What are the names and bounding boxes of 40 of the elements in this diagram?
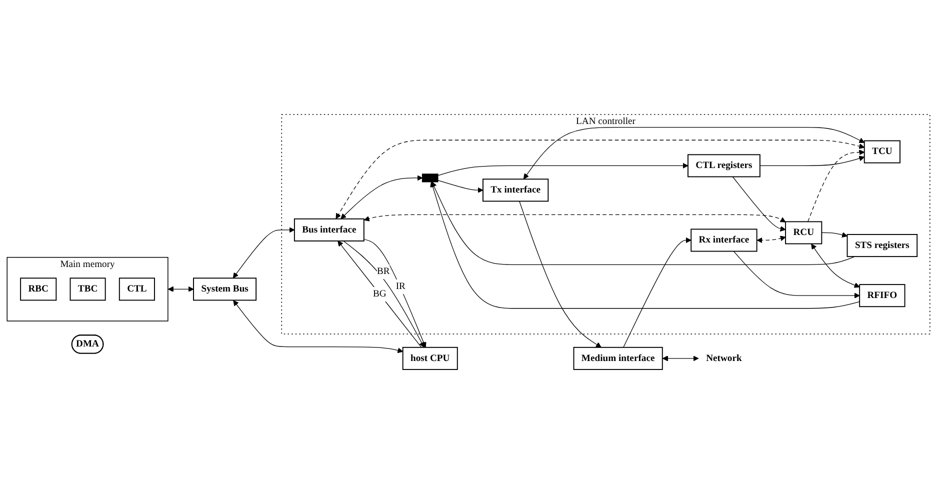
node-box: host CPU [402,346,458,370]
node-box: Medium interface [573,346,663,370]
arrow [437,162,688,176]
arrow [821,232,848,238]
arrow [431,182,856,266]
edge-label: BG [373,288,386,300]
arrow [811,244,860,288]
arrow [168,286,194,292]
arrow [340,175,423,219]
arrow [364,214,786,222]
arrow [430,182,860,309]
node-box: RBC [20,278,57,301]
node-text: Network [706,353,742,364]
arrow [232,227,295,278]
node-bar [422,174,438,182]
node-box: TBC [70,278,106,301]
arrow [733,250,860,298]
arrow [336,140,865,219]
edge-label: IR [396,281,406,292]
node-box: System Bus [193,278,257,301]
node-box: CTL [118,278,155,301]
node-box: Rx interface [690,228,758,252]
arrow [662,356,699,362]
arrow [364,238,426,348]
node-box: Tx interface [482,178,549,202]
node-box: STS registers [846,234,918,258]
node-box: CTL registers [688,154,760,178]
arrow [760,156,865,166]
node-box: TCU [864,140,900,164]
arrow [233,300,404,354]
arrow [756,236,786,244]
arrow [437,180,484,193]
arrow [519,200,602,348]
arrow [732,176,786,232]
node-box: Bus interface [294,218,364,242]
node-box: RCU [785,221,822,244]
arrow [623,237,692,348]
edge-label: BR [376,266,390,277]
arrow [808,150,865,222]
node-box: RFIFO [859,284,906,308]
